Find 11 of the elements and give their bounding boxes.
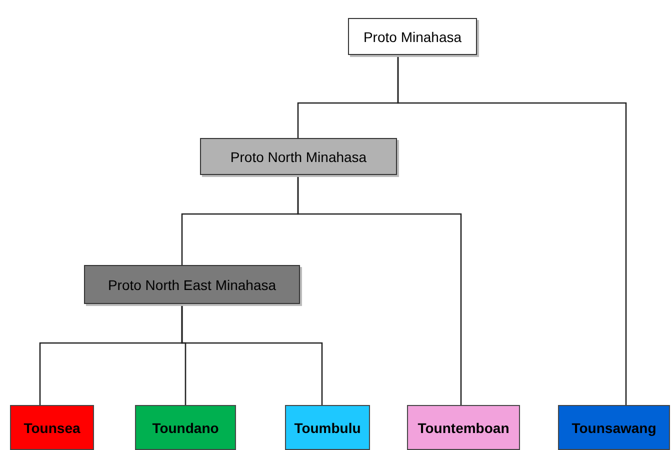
connector-line bbox=[297, 175, 462, 405]
language-box: Toumbulu bbox=[285, 405, 370, 450]
language-box: Tounsawang bbox=[558, 405, 670, 450]
proto-language-box: Proto North Minahasa bbox=[200, 138, 397, 175]
language-box: Tounsea bbox=[10, 405, 94, 450]
language-box: Toundano bbox=[135, 405, 236, 450]
connector-line bbox=[181, 304, 323, 405]
proto-language-box: Proto North East Minahasa bbox=[84, 265, 300, 304]
language-box: Tountemboan bbox=[407, 405, 520, 450]
connector-line bbox=[397, 55, 627, 405]
proto-language-box: Proto Minahasa bbox=[348, 18, 477, 55]
